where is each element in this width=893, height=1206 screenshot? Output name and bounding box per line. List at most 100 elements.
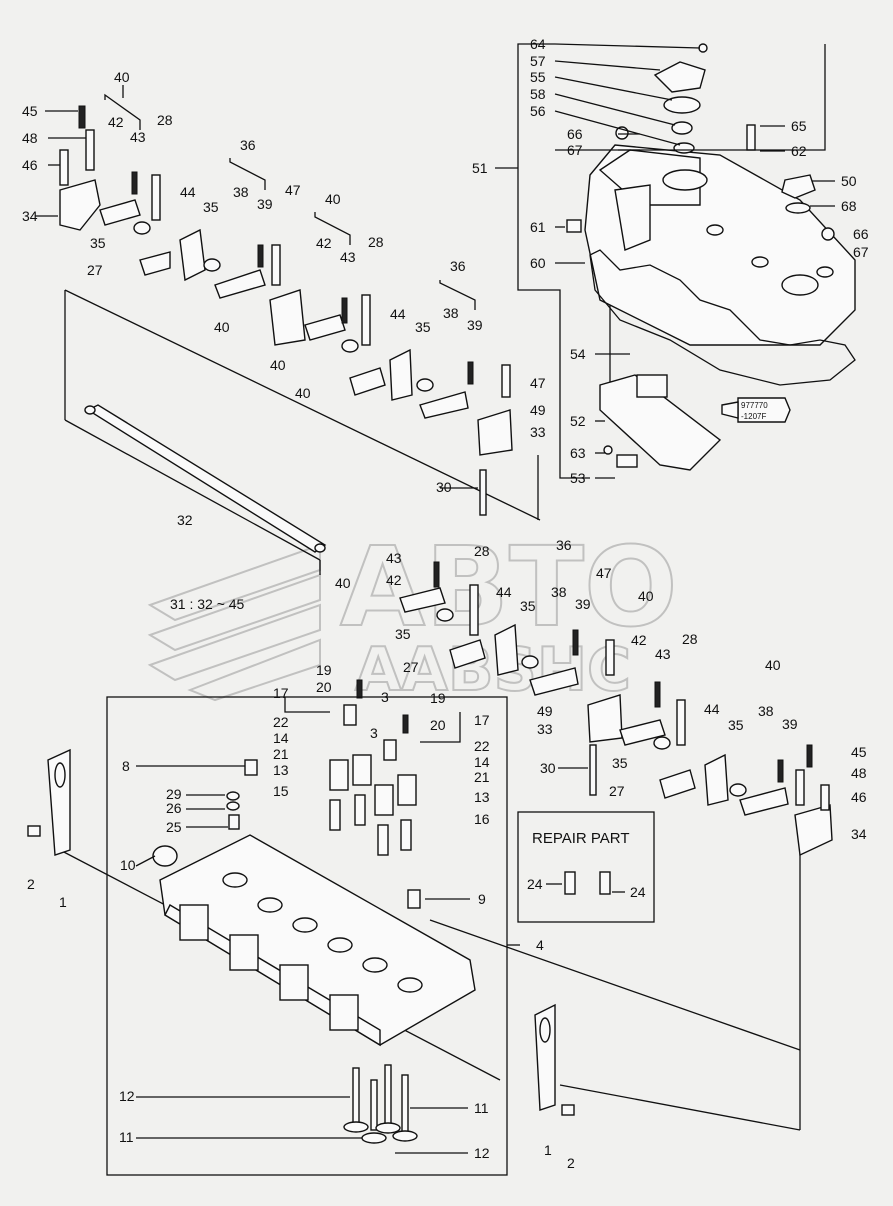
repair-part-callout-right: 24 (630, 884, 646, 900)
callout-44-tl: 44 (180, 184, 196, 200)
callout-52: 52 (570, 413, 586, 429)
callout-42-tm: 42 (316, 235, 332, 251)
cylinder-head (152, 834, 476, 1047)
callout-32: 32 (177, 512, 193, 528)
callout-47-tl: 47 (285, 182, 301, 198)
callout-34-tl: 34 (22, 208, 38, 224)
callout-53: 53 (570, 470, 586, 486)
repair-part-callout-left: 24 (527, 876, 543, 892)
callout-11-left: 11 (119, 1129, 134, 1145)
callout-40-tl: 40 (114, 69, 130, 85)
callout-66-top: 66 (567, 126, 583, 142)
sealant-tube-code-suffix: -1207F (741, 412, 766, 421)
callout-43-tm: 43 (340, 249, 356, 265)
valves (343, 1064, 418, 1144)
gasket-bracket (566, 219, 722, 471)
callout-44-rm: 44 (704, 701, 720, 717)
callout-40-tm-c: 40 (270, 357, 286, 373)
callout-49-rm: 49 (537, 703, 553, 719)
callout-10: 10 (120, 857, 136, 873)
callout-21-left: 21 (273, 746, 289, 762)
callout-14-right: 14 (474, 754, 490, 770)
callout-21-right: 21 (474, 769, 490, 785)
callout-19-right: 19 (430, 690, 446, 706)
callout-50: 50 (841, 173, 857, 189)
valve-train (226, 679, 611, 909)
callout-13-right: 13 (474, 789, 490, 805)
callout-56: 56 (530, 103, 546, 119)
callout-66-right: 66 (853, 226, 869, 242)
callout-60: 60 (530, 255, 546, 271)
callout-42-rm: 42 (631, 632, 647, 648)
repair-part-title: REPAIR PART (532, 830, 630, 847)
callout-64: 64 (530, 36, 546, 52)
callout-47-tm: 47 (530, 375, 546, 391)
callout-43-rm: 43 (655, 646, 671, 662)
callout-2-left: 2 (27, 876, 35, 892)
callout-1-left: 1 (59, 894, 67, 910)
callout-36-tl: 36 (240, 137, 256, 153)
callout-68: 68 (841, 198, 857, 214)
callout-27-tl: 27 (87, 262, 103, 278)
callout-17-right: 17 (474, 712, 490, 728)
callout-39-tm: 39 (467, 317, 483, 333)
callout-51: 51 (472, 160, 488, 176)
callout-39-cm: 39 (575, 596, 591, 612)
callout-3-left: 3 (381, 689, 389, 705)
callout-40-tm-b: 40 (214, 319, 230, 335)
callout-40-tm: 40 (325, 191, 341, 207)
callout-58: 58 (530, 86, 546, 102)
callout-43-tl: 43 (130, 129, 146, 145)
callout-9: 9 (478, 891, 486, 907)
callout-54: 54 (570, 346, 586, 362)
callout-26: 26 (166, 800, 182, 816)
callout-36-cm: 36 (556, 537, 572, 553)
sealant-tube-code: 977770 (741, 401, 768, 410)
lifting-hooks (27, 748, 575, 1116)
callout-47-cm: 47 (596, 565, 612, 581)
watermark-logo-icon (147, 543, 321, 702)
callout-28-cm: 28 (474, 543, 490, 559)
callout-65: 65 (791, 118, 807, 134)
callout-29: 29 (166, 786, 182, 802)
callout-27-cm: 27 (403, 659, 419, 675)
callout-40-tm-d: 40 (295, 385, 311, 401)
callout-25: 25 (166, 819, 182, 835)
callout-28-tl: 28 (157, 112, 173, 128)
callout-67-right: 67 (853, 244, 869, 260)
rocker-shaft (84, 404, 327, 553)
callout-44-tm: 44 (390, 306, 406, 322)
callout-57: 57 (530, 53, 546, 69)
callout-19-left: 19 (316, 662, 332, 678)
callout-30-tm: 30 (436, 479, 452, 495)
callout-13-left: 13 (273, 762, 289, 778)
callout-45-rr: 45 (851, 744, 867, 760)
callout-34-rr: 34 (851, 826, 867, 842)
callout-33-tm: 33 (530, 424, 546, 440)
callout-42-tl: 42 (108, 114, 124, 130)
callout-36-tm: 36 (450, 258, 466, 274)
leader-lines (35, 43, 835, 479)
callout-28-rm: 28 (682, 631, 698, 647)
callout-22-right: 22 (474, 738, 490, 754)
sealant-tube: 977770 -1207F (721, 397, 791, 423)
rocker-parts (59, 179, 833, 857)
callout-35-rr: 35 (728, 717, 744, 733)
callout-4: 4 (536, 937, 544, 953)
callout-35-tm: 35 (415, 319, 431, 335)
callout-43-cm: 43 (386, 550, 402, 566)
callout-20-right: 20 (430, 717, 446, 733)
callout-55: 55 (530, 69, 546, 85)
range-label: 31 : 32 ~ 45 (170, 596, 245, 612)
callout-38-rr: 38 (758, 703, 774, 719)
callout-leaders (135, 487, 625, 1154)
callout-2-right: 2 (567, 1155, 575, 1171)
watermark-line2: AABSHC (355, 635, 631, 705)
repair-part-box (517, 811, 655, 923)
callout-39-rr: 39 (782, 716, 798, 732)
callout-62: 62 (791, 143, 807, 159)
callout-46-rr: 46 (851, 789, 867, 805)
callout-35-cm: 35 (395, 626, 411, 642)
callout-12-left: 12 (119, 1088, 135, 1104)
